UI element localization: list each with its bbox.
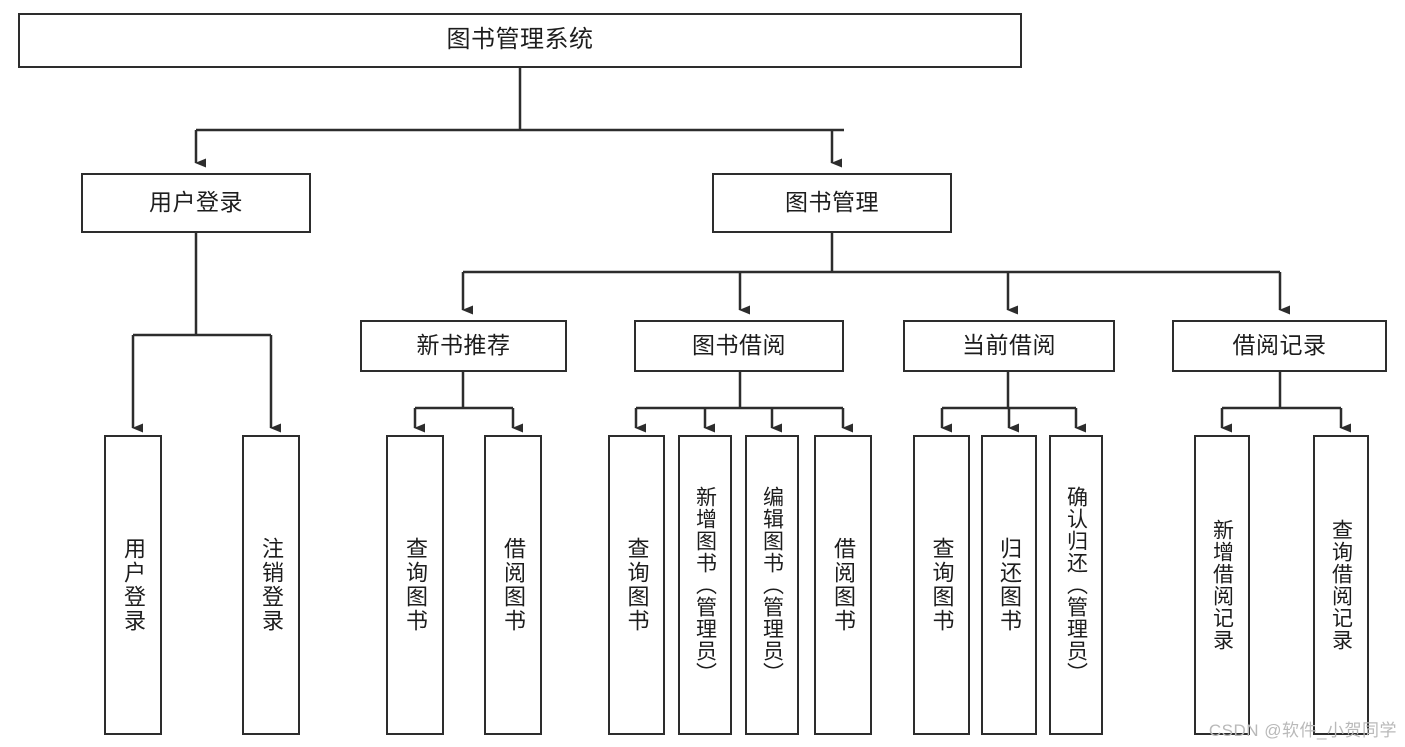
leaf-new-book-borrow-books[interactable]: 借阅图书 (484, 435, 542, 735)
node-label: 确认归还（管理员） (1064, 486, 1088, 684)
leaf-book-borrow-borrow-books[interactable]: 借阅图书 (814, 435, 872, 735)
leaf-current-borrow-query-books[interactable]: 查询图书 (913, 435, 970, 735)
leaf-book-borrow-add-book-admin[interactable]: 新增图书（管理员） (678, 435, 732, 735)
leaf-user-login-login[interactable]: 用户登录 (104, 435, 162, 735)
node-borrow-records[interactable]: 借阅记录 (1172, 320, 1387, 372)
node-user-login[interactable]: 用户登录 (81, 173, 311, 233)
node-label: 查询图书 (403, 537, 428, 633)
node-label: 用户登录 (149, 189, 243, 216)
node-book-borrow[interactable]: 图书借阅 (634, 320, 844, 372)
node-label: 新增借阅记录 (1210, 519, 1234, 651)
node-label: 借阅图书 (501, 537, 526, 633)
node-book-management[interactable]: 图书管理 (712, 173, 952, 233)
node-root-book-management-system[interactable]: 图书管理系统 (18, 13, 1022, 68)
node-label: 当前借阅 (962, 332, 1056, 359)
node-label: 新增图书（管理员） (693, 486, 717, 684)
leaf-current-borrow-return-books[interactable]: 归还图书 (981, 435, 1037, 735)
node-label: 图书管理系统 (446, 26, 594, 54)
node-label: 归还图书 (997, 537, 1022, 633)
leaf-borrow-records-add-record[interactable]: 新增借阅记录 (1194, 435, 1250, 735)
node-label: 借阅记录 (1232, 332, 1327, 359)
csdn-watermark: CSDN @软件_小贺同学 (1208, 721, 1397, 740)
node-label: 图书管理 (785, 189, 879, 216)
node-label: 查询图书 (929, 537, 955, 633)
node-label: 注销登录 (259, 537, 284, 633)
node-label: 借阅图书 (831, 537, 856, 633)
leaf-user-login-logout[interactable]: 注销登录 (242, 435, 300, 735)
node-label: 图书借阅 (692, 332, 786, 359)
node-label: 用户登录 (121, 537, 146, 633)
leaf-book-borrow-query-books[interactable]: 查询图书 (608, 435, 665, 735)
node-label: 新书推荐 (416, 332, 511, 359)
node-label: 查询借阅记录 (1329, 519, 1353, 651)
leaf-borrow-records-query-record[interactable]: 查询借阅记录 (1313, 435, 1369, 735)
leaf-current-borrow-confirm-return-admin[interactable]: 确认归还（管理员） (1049, 435, 1103, 735)
node-label: 编辑图书（管理员） (760, 486, 784, 684)
leaf-book-borrow-edit-book-admin[interactable]: 编辑图书（管理员） (745, 435, 799, 735)
leaf-new-book-query-books[interactable]: 查询图书 (386, 435, 444, 735)
node-current-borrow[interactable]: 当前借阅 (903, 320, 1115, 372)
node-label: 查询图书 (624, 537, 650, 633)
node-new-book-recommend[interactable]: 新书推荐 (360, 320, 567, 372)
